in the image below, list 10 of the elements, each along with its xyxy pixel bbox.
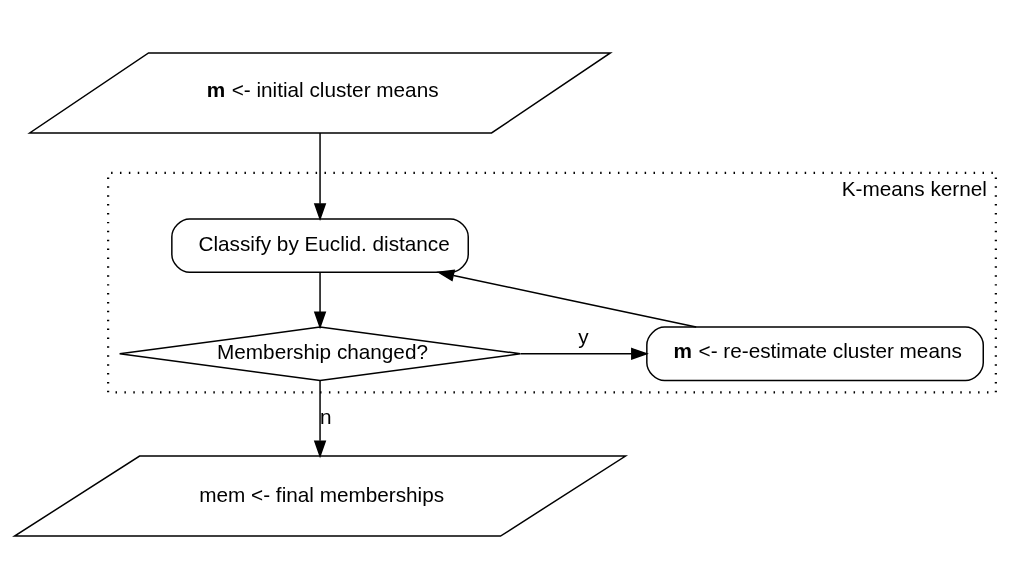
arrow [313,131,327,221]
node-box: m <- re-estimate cluster means [646,325,984,381]
edge-label: y [578,324,589,348]
edge-label: n [320,404,332,428]
node-box: Classify by Euclid. distance [171,217,469,273]
arrow [313,379,327,458]
arrow [436,268,697,328]
arrow [519,347,649,360]
arrow [313,271,327,329]
node-diamond: Membership changed? [118,325,522,381]
